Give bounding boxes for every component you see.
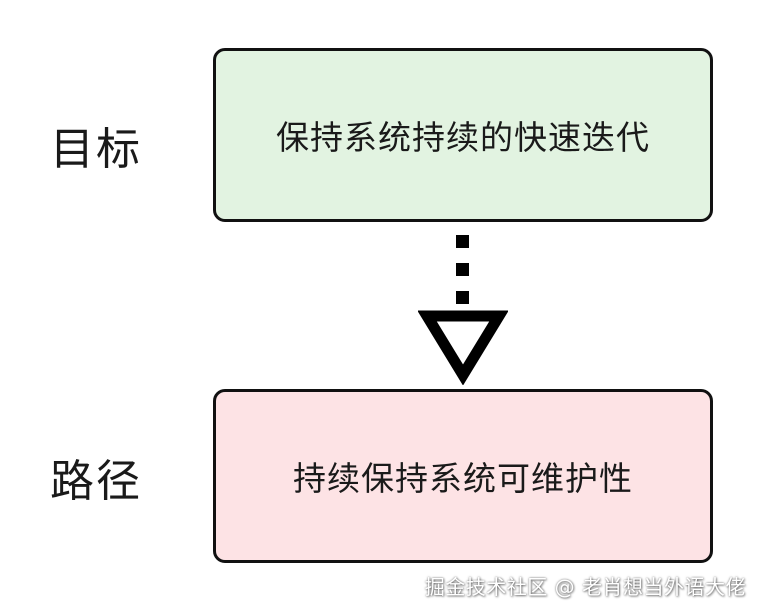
path-box: 持续保持系统可维护性 (213, 389, 713, 563)
goal-box: 保持系统持续的快速迭代 (213, 48, 713, 222)
path-label: 路径 (50, 456, 142, 507)
watermark: 掘金技术社区 @ 老肖想当外语大佬 (424, 575, 746, 599)
goal-label: 目标 (50, 124, 142, 175)
arrowhead-icon (418, 310, 508, 385)
dotted-arrow-icon (418, 235, 508, 385)
arrow-dot (456, 263, 469, 276)
path-box-text: 持续保持系统可维护性 (293, 459, 633, 498)
goal-box-text: 保持系统持续的快速迭代 (276, 118, 650, 157)
arrow-dot (456, 235, 469, 248)
arrow-dot (456, 291, 469, 304)
